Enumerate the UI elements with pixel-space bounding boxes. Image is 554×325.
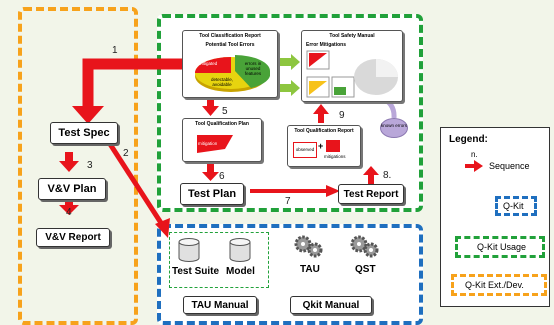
legend-qkit-ext-label: Q-Kit Ext./Dev. xyxy=(465,280,524,290)
edge-number-8: 8. xyxy=(383,170,392,181)
edge-number-3: 3 xyxy=(87,160,93,171)
edge-number-7: 7 xyxy=(285,196,291,207)
qkit-manual-label: Qkit Manual xyxy=(302,299,360,311)
test-report-node[interactable]: Test Report xyxy=(338,184,404,204)
test-report-label: Test Report xyxy=(343,188,399,200)
arrow-8-head xyxy=(363,166,379,175)
legend-sequence-arrow-icon xyxy=(465,160,483,172)
qkit-ext-dev-region xyxy=(18,7,138,325)
tau-gears-icon xyxy=(294,235,323,258)
arrow-5 xyxy=(207,97,214,107)
edge-number-2: 2 xyxy=(123,148,129,159)
tqr-plus: + xyxy=(318,141,324,151)
edge-number-4: 4 xyxy=(66,207,72,218)
legend-sequence-label: Sequence xyxy=(489,161,530,171)
tool-safety-manual-doc[interactable]: Tool Safety Manual Error Mitigations xyxy=(301,30,403,102)
arrow-green-2 xyxy=(279,80,300,96)
arrow-9-head xyxy=(313,104,329,114)
tcr-title: Tool Classification Report xyxy=(199,33,261,39)
tqr-mitigation-block xyxy=(326,140,340,152)
tau-label: TAU xyxy=(300,264,320,275)
test-plan-label: Test Plan xyxy=(187,188,237,200)
arrow-3 xyxy=(65,152,73,162)
tqp-shape xyxy=(197,135,233,153)
legend-n: n. xyxy=(471,150,478,159)
tcr-slice-unused-features: errors in unused features xyxy=(244,61,262,76)
tau-manual-label: TAU Manual xyxy=(191,299,249,311)
arrow-8 xyxy=(368,173,374,184)
tsm-title: Tool Safety Manual xyxy=(329,33,375,39)
qkit-usage-region xyxy=(157,14,423,212)
arrow-4-head xyxy=(59,205,79,215)
qst-label: QST xyxy=(355,264,376,275)
legend-qkit-label: Q-Kit xyxy=(503,201,524,211)
arrow-1 xyxy=(82,58,183,108)
legend-qkit-ext-swatch xyxy=(451,274,547,296)
test-suite-label: Test Suite xyxy=(172,266,220,277)
arrow-7-head xyxy=(326,185,340,197)
known-errors-oval: known errors xyxy=(380,118,408,138)
edge-number-6: 6 xyxy=(219,171,225,182)
legend-qkit-usage-swatch xyxy=(455,236,545,258)
tau-manual-node[interactable]: TAU Manual xyxy=(183,296,257,314)
known-errors-label: known errors xyxy=(381,123,408,128)
tsm-graphics xyxy=(306,50,398,98)
tcr-pie-chart xyxy=(195,55,270,92)
vv-plan-label: V&V Plan xyxy=(47,183,97,195)
arrow-2-head xyxy=(155,218,170,238)
vv-report-label: V&V Report xyxy=(45,232,101,243)
model-db-icon xyxy=(229,238,251,262)
test-plan-node[interactable]: Test Plan xyxy=(180,183,244,205)
tqr-observed-box: observed xyxy=(293,142,317,158)
tcr-slice-mitigated: mitigated xyxy=(199,61,218,66)
tcr-subtitle: Potential Tool Errors xyxy=(205,42,255,48)
test-suite-db-icon xyxy=(178,238,200,262)
arrow-3-head xyxy=(59,161,79,172)
edge-number-9: 9 xyxy=(339,110,345,121)
legend-qkit-usage-label: Q-Kit Usage xyxy=(477,242,527,252)
test-spec-label: Test Spec xyxy=(58,127,110,139)
arrow-1-head xyxy=(72,106,104,124)
test-spec-node[interactable]: Test Spec xyxy=(50,122,118,144)
legend-panel: Legend: n. Sequence Q-Kit Q-Kit Usage Q-… xyxy=(440,127,550,307)
tool-qualification-report-doc[interactable]: Tool Qualification Report observed + mit… xyxy=(287,125,361,167)
vv-report-node[interactable]: V&V Report xyxy=(36,228,110,247)
legend-title: Legend: xyxy=(449,134,488,145)
arrow-green-1 xyxy=(279,54,300,70)
tqr-observed-label: observed xyxy=(295,147,315,152)
vv-plan-node[interactable]: V&V Plan xyxy=(38,178,106,200)
legend-qkit-swatch xyxy=(495,196,537,216)
tcr-slice-detectable: detectable, avoidable xyxy=(210,77,234,87)
arrow-2 xyxy=(107,142,166,228)
tool-classification-report-doc[interactable]: Tool Classification Report Potential Too… xyxy=(182,30,278,98)
arrow-6 xyxy=(207,164,214,173)
arrow-5-head xyxy=(202,106,219,116)
tqr-title: Tool Qualification Report xyxy=(294,128,354,134)
qst-gears-icon xyxy=(350,235,379,258)
tqp-slice-label: mitigation xyxy=(198,141,218,146)
edge-number-5: 5 xyxy=(222,106,228,117)
tsm-subtitle: Error Mitigations xyxy=(306,42,347,48)
arrow-9 xyxy=(318,113,324,123)
qkit-manual-node[interactable]: Qkit Manual xyxy=(290,296,372,314)
model-label: Model xyxy=(226,266,255,277)
arrow-6-head xyxy=(202,172,219,181)
tool-qualification-plan-doc[interactable]: Tool Qualification Plan mitigation xyxy=(182,118,262,162)
tqr-mitigations-label: mitigations xyxy=(324,154,346,159)
edge-number-1: 1 xyxy=(112,45,118,56)
arrow-4 xyxy=(65,198,73,206)
tqp-title: Tool Qualification Plan xyxy=(195,121,249,127)
